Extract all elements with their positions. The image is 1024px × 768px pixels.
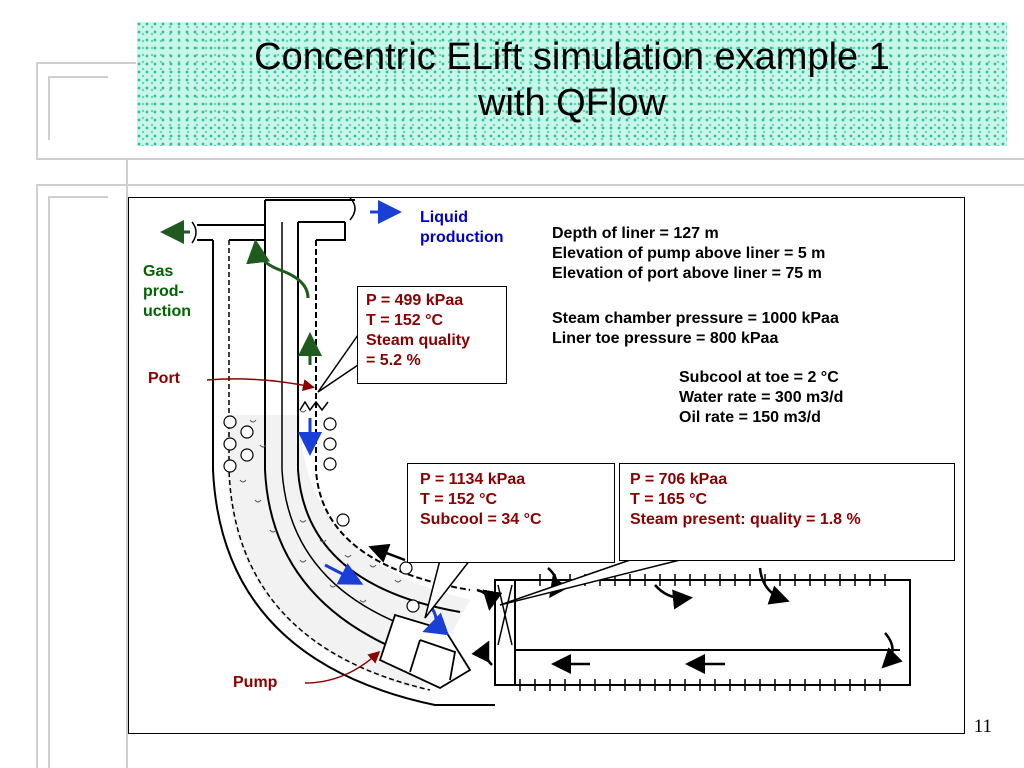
subcool-at-toe: Subcool at toe = 2 °C [679,369,839,386]
liner-steam-quality: Steam present: quality = 1.8 % [630,511,861,528]
oil-rate: Oil rate = 150 m3/d [679,409,821,426]
liner-callout-pointer [499,559,681,606]
outer-casing [212,240,495,706]
outer-casing-inner [228,240,431,691]
gas-outlet-break [191,221,197,244]
pump-inlet-arrow [422,607,449,636]
liner-toe-pressure: Liner toe pressure = 800 kPaa [552,330,779,347]
depth-of-liner: Depth of liner = 127 m [552,225,719,242]
pressure-parameters: Steam chamber pressure = 1000 kPaa Liner… [552,309,839,349]
liner-slots-bottom [519,679,881,691]
pump-leader-line [304,650,381,684]
frame-rule-vertical [36,184,38,768]
annulus-up-arrow [368,543,406,563]
liquid-marks [239,409,402,603]
port-elevation: Elevation of port above liner = 75 m [552,265,822,282]
title-background [137,22,1007,146]
port-steam-quality: Steam quality [366,332,471,349]
gas-outlet-pipe [197,224,265,241]
pump-label: Pump [233,674,278,691]
pump-callout-pointer [424,559,471,619]
tubing-top [265,199,355,241]
pump-conditions-callout: P = 1134 kPaa T = 152 °C Subcool = 34 °C [407,463,615,563]
pump-temperature: T = 152 °C [420,491,498,508]
gas-production-curve [246,239,310,299]
port-callout-pointer [317,334,359,393]
rate-parameters: Subcool at toe = 2 °C Water rate = 300 m… [679,368,843,428]
port-conditions-callout: P = 499 kPaa T = 152 °C Steam quality = … [357,286,507,384]
frame-small-box-top [48,76,108,78]
annulus-flow-arrow [324,563,364,585]
liquid-production-label: Liquid production [420,208,504,248]
liner-temperature: T = 165 °C [630,491,708,508]
port-steam-quality-value: = 5.2 % [366,352,421,369]
frame-small-box2-left [48,196,50,768]
slide-title: Concentric ELift simulation example 1 wi… [137,34,1007,126]
liner-conditions-callout: P = 706 kPaa T = 165 °C Steam present: q… [619,463,955,561]
frame-rule-vertical-inner [126,160,128,768]
gas-production-line-1: Gas [143,263,174,280]
slide-page-number: 11 [973,716,992,737]
pump-elevation: Elevation of pump above liner = 5 m [552,245,826,262]
port-label-box [139,360,205,396]
port-liquid-surface [299,400,329,412]
frame-small-box-left [48,76,50,140]
gas-production-line-3: uction [143,303,191,320]
title-line-2: with QFlow [478,82,666,124]
port-label: Port [148,370,180,387]
pump-subcool: Subcool = 34 °C [420,511,542,528]
gas-production-line-2: prod- [143,283,184,300]
liner-pressure: P = 706 kPaa [630,471,728,488]
pump-label-box [224,664,294,700]
liner-flow-arrows [471,567,903,674]
pump-body [378,613,472,690]
tubing-right-dashed [315,240,471,591]
gas-production-label: Gas prod- uction [143,262,191,322]
water-rate: Water rate = 300 m3/d [679,389,844,406]
tubing-right [297,222,461,613]
frame-small-box2-top [48,196,108,198]
frame-corner-left [36,62,38,160]
geometry-parameters: Depth of liner = 127 m Elevation of pump… [552,224,825,284]
tubing-top-break [349,197,356,221]
pump-pressure: P = 1134 kPaa [420,471,526,488]
liquid-production-line-2: production [420,229,504,246]
frame-corner-top [36,62,136,64]
liner [494,579,911,686]
frame-rule-inner [36,184,1024,186]
port-temperature: T = 152 °C [366,312,444,329]
port-pressure: P = 499 kPaa [366,292,464,309]
title-line-1: Concentric ELift simulation example 1 [254,36,890,78]
gas-bubbles [223,415,420,613]
steam-chamber-pressure: Steam chamber pressure = 1000 kPaa [552,310,839,327]
liquid-production-line-1: Liquid [420,209,468,226]
port-leader-line [206,378,315,392]
frame-rule-top [36,158,1024,160]
